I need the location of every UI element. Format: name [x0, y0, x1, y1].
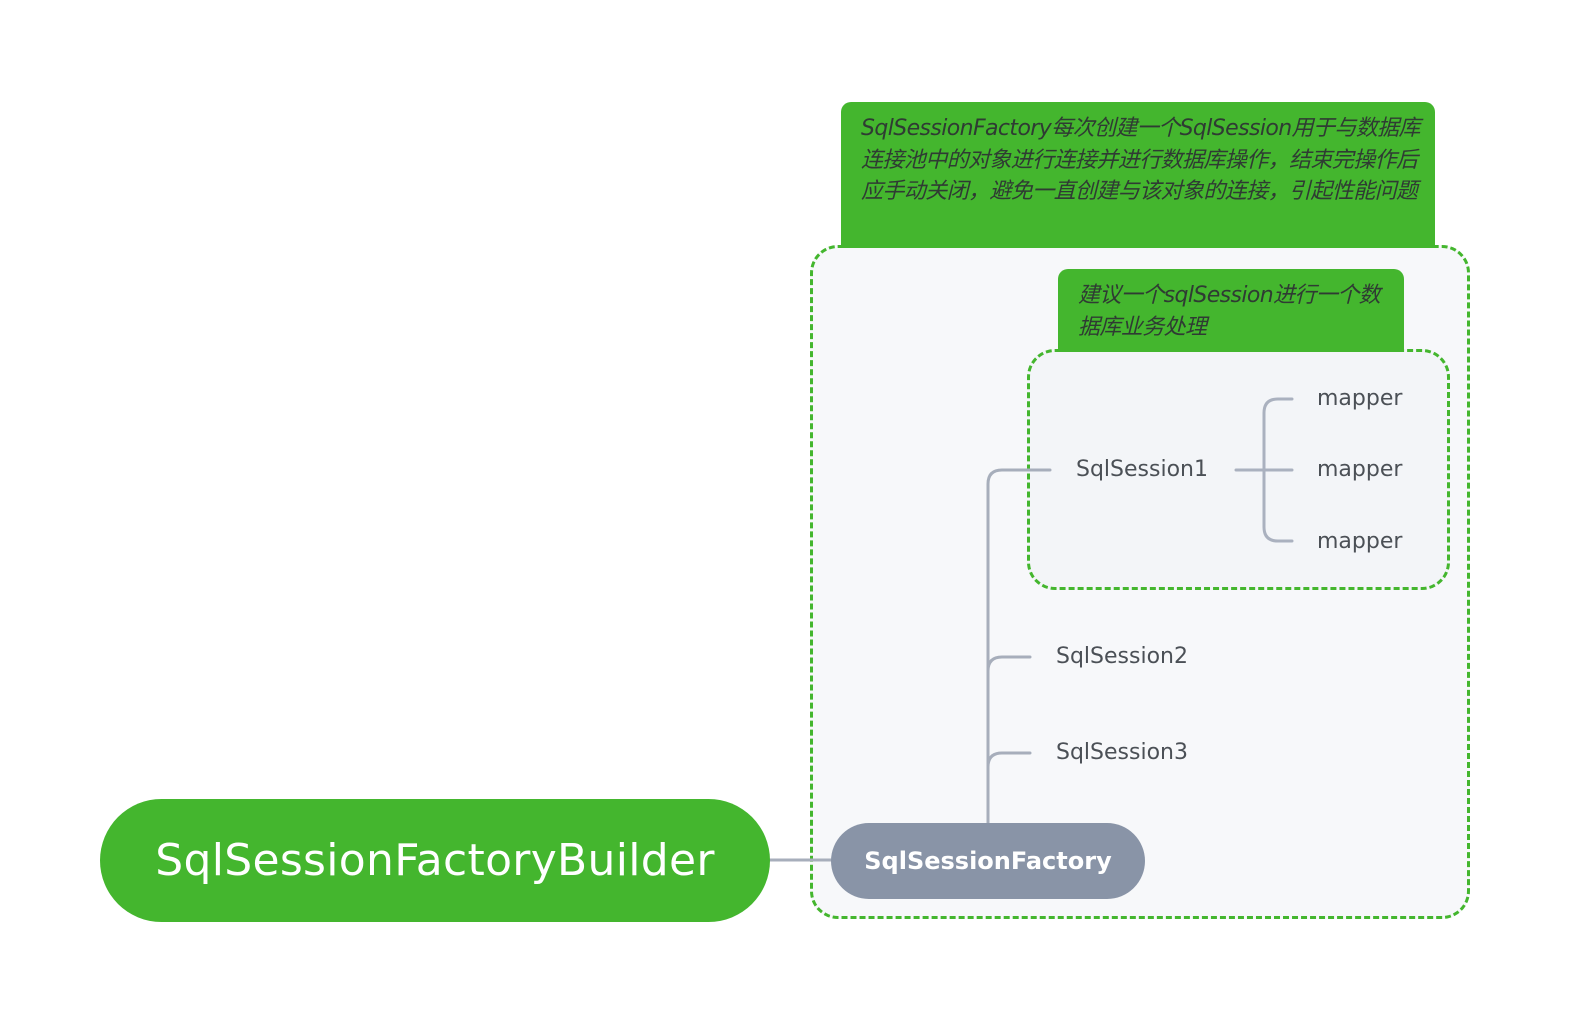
root-node-label: SqlSessionFactoryBuilder: [155, 835, 715, 886]
outer-boundary-label[interactable]: SqlSessionFactory每次创建一个SqlSession用于与数据库连…: [841, 102, 1435, 248]
session2-connector: [986, 655, 1032, 673]
session3-connector: [986, 751, 1032, 769]
topic-sqlsession1[interactable]: SqlSession1: [1076, 457, 1208, 482]
inner-boundary-label[interactable]: 建议一个sqlSession进行一个数据库业务处理: [1058, 269, 1404, 352]
topic-sqlsession2[interactable]: SqlSession2: [1056, 644, 1188, 669]
node-sqlsessionfactory[interactable]: SqlSessionFactory: [831, 823, 1145, 899]
topic-mapper[interactable]: mapper: [1317, 457, 1403, 482]
topic-sqlsession3[interactable]: SqlSession3: [1056, 740, 1188, 765]
root-node-sqlsessionfactorybuilder[interactable]: SqlSessionFactoryBuilder: [100, 799, 770, 922]
topic-mapper[interactable]: mapper: [1317, 386, 1403, 411]
session1-connector: [986, 468, 1052, 825]
topic-mapper[interactable]: mapper: [1317, 529, 1403, 554]
factory-node-label: SqlSessionFactory: [864, 847, 1112, 875]
mapper1-connector: [1262, 397, 1294, 543]
